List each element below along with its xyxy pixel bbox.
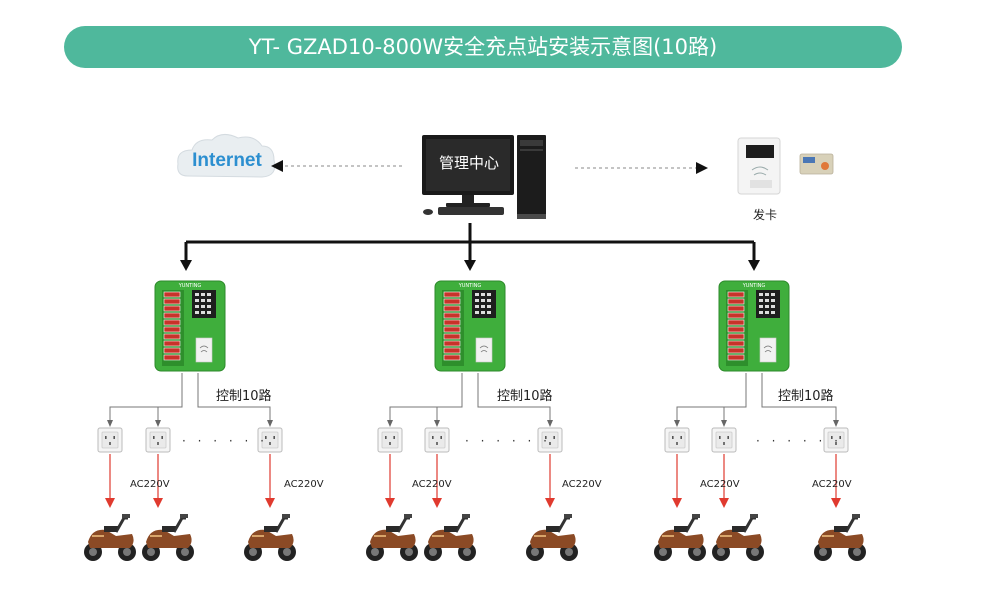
charging-station-icon: [718, 280, 790, 372]
ellipsis: · · · · · ·: [182, 434, 268, 448]
voltage-label: AC220V: [562, 479, 602, 490]
ellipsis: · · · · · ·: [756, 434, 842, 448]
branch-arrow: [180, 260, 192, 271]
voltage-label: AC220V: [284, 479, 324, 490]
power-socket-icon: [377, 427, 403, 453]
electric-scooter-icon: [82, 512, 138, 563]
card-issuer-label: 发卡: [753, 208, 778, 222]
computer-icon: [422, 135, 546, 219]
ellipsis: · · · · · ·: [465, 434, 551, 448]
electric-scooter-icon: [524, 512, 580, 563]
card-reader-icon: [737, 137, 781, 195]
power-socket-icon: [424, 427, 450, 453]
power-socket-icon: [97, 427, 123, 453]
voltage-label: AC220V: [812, 479, 852, 490]
electric-scooter-icon: [364, 512, 420, 563]
charging-station-icon: [434, 280, 506, 372]
arrow-to-card-issuer: [696, 162, 708, 174]
power-socket-icon: [664, 427, 690, 453]
electric-scooter-icon: [652, 512, 708, 563]
electric-scooter-icon: [140, 512, 196, 563]
internet-label: Internet: [192, 150, 262, 171]
arrow-to-internet: [271, 160, 283, 172]
internet-cloud-icon: [177, 134, 276, 178]
power-socket-icon: [711, 427, 737, 453]
electric-scooter-icon: [422, 512, 478, 563]
power-feed-lines: [109, 454, 837, 500]
voltage-label: AC220V: [412, 479, 452, 490]
voltage-label: AC220V: [130, 479, 170, 490]
power-feed-arrows: [105, 498, 841, 508]
ic-card-icon: [799, 153, 834, 175]
control-label: 控制10路: [497, 389, 553, 404]
electric-scooter-icon: [242, 512, 298, 563]
power-socket-icon: [145, 427, 171, 453]
control-label: 控制10路: [216, 389, 272, 404]
voltage-label: AC220V: [700, 479, 740, 490]
branch-arrow: [748, 260, 760, 271]
diagram-title: YT- GZAD10-800W安全充点站安装示意图(10路): [64, 26, 902, 68]
branch-arrow: [464, 260, 476, 271]
electric-scooter-icon: [710, 512, 766, 563]
charging-station-icon: [154, 280, 226, 372]
electric-scooter-icon: [812, 512, 868, 563]
management-center-label: 管理中心: [438, 154, 499, 172]
control-label: 控制10路: [778, 389, 834, 404]
